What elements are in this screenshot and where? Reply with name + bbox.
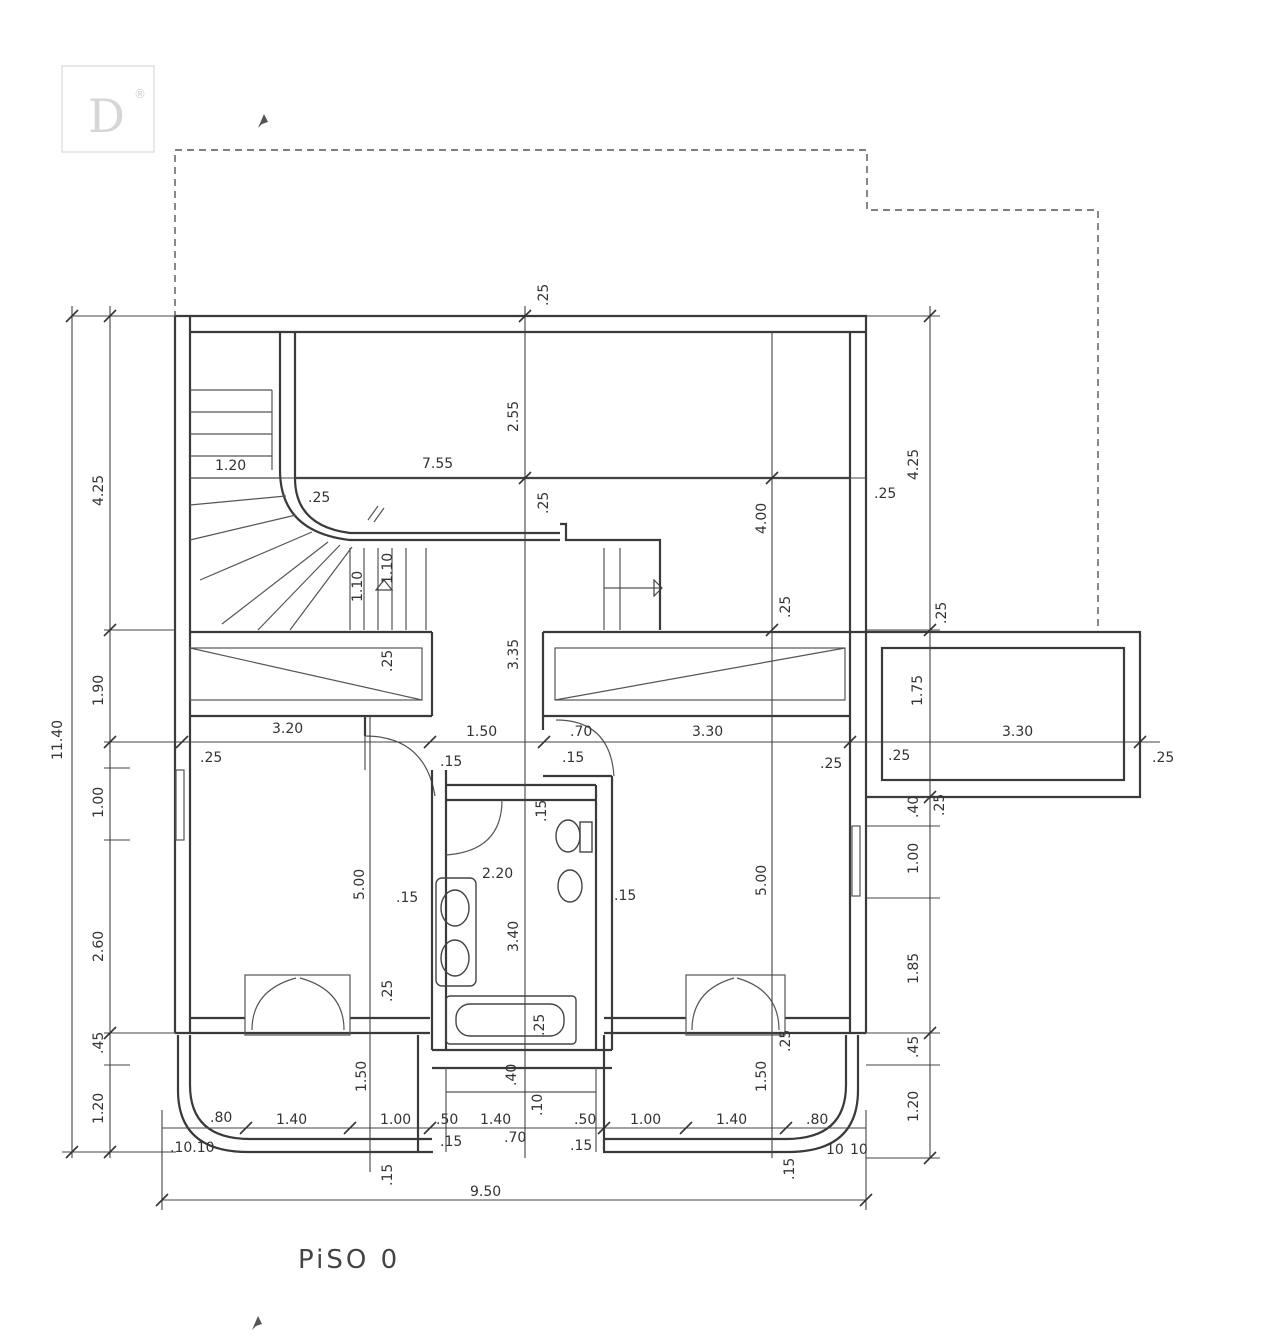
staircase — [189, 389, 663, 631]
sink-icon — [440, 889, 470, 927]
dimension-ticks — [65, 309, 1147, 1207]
dim-bottom: 1.00 — [630, 1112, 661, 1128]
terraces — [176, 1035, 860, 1154]
dim-v: .25 — [778, 596, 794, 618]
dim-left: 1.90 — [91, 675, 107, 706]
dim-right: 4.25 — [906, 449, 922, 480]
dim-bottom: 1.40 — [480, 1112, 511, 1128]
dim-bottom: 1.40 — [716, 1112, 747, 1128]
vanity — [435, 877, 477, 987]
dim-right: 1.20 — [906, 1091, 922, 1122]
dim-hall: 3.35 — [506, 639, 522, 670]
dim-right-wall: .25 — [874, 486, 896, 502]
dim-stair-run: 1.10 — [350, 571, 366, 602]
dim-left: 2.60 — [91, 931, 107, 962]
dim-overall-height: 11.40 — [50, 720, 66, 760]
dim-bottom: .80 — [806, 1112, 828, 1128]
dim-wall: .25 — [778, 1030, 794, 1052]
dim-overall-width: 9.50 — [470, 1184, 501, 1200]
dim-bottom: .50 — [436, 1112, 458, 1128]
dim-bottom: 1.40 — [276, 1112, 307, 1128]
dim-stair-width: 1.20 — [215, 458, 246, 474]
dim-b: .40 — [504, 1064, 520, 1086]
dim-mid: .25 — [536, 492, 552, 514]
interior-walls — [175, 716, 861, 1070]
dim-wall: .25 — [380, 980, 396, 1002]
dim-bottom: 1.00 — [380, 1112, 411, 1128]
dim-room-left-depth: 5.00 — [352, 869, 368, 900]
dim-left: 1.20 — [91, 1093, 107, 1124]
dim-bottom: .70 — [504, 1130, 526, 1146]
dim-v: .25 — [934, 602, 950, 624]
dim-hall-wall: .15 — [562, 750, 584, 766]
dim-bottom: .15 — [782, 1158, 798, 1180]
dim-v-4-00: 4.00 — [754, 503, 770, 534]
dim-bath: .15 — [534, 800, 550, 822]
dim-terrace-right: 1.50 — [754, 1061, 770, 1092]
upper-floor-outline — [174, 149, 1099, 630]
dim-tub: .25 — [532, 1014, 548, 1036]
dim-storage-wall: .25 — [1152, 750, 1174, 766]
logo: D ® — [61, 65, 155, 153]
dim-bottom: .80 — [210, 1110, 232, 1126]
dim-right: 1.75 — [910, 675, 926, 706]
dim-left: .45 — [91, 1032, 107, 1054]
dim-left: 4.25 — [91, 475, 107, 506]
dim-storage-wall: .25 — [888, 748, 910, 764]
storage-room — [866, 630, 1142, 799]
french-doors — [244, 974, 786, 1036]
exterior-walls — [173, 314, 868, 1035]
dim-right: .40 — [906, 796, 922, 818]
dim-hall-wall: .15 — [440, 754, 462, 770]
dim-bath-depth: 3.40 — [506, 921, 522, 952]
dim-bath-width: 2.20 — [482, 866, 513, 882]
dim-living-width: 7.55 — [422, 456, 453, 472]
dim-living-depth: 2.55 — [506, 401, 522, 432]
dim-wardrobe: .25 — [380, 650, 396, 672]
dim-room-right: 3.30 — [692, 724, 723, 740]
dim-storage: 3.30 — [1002, 724, 1033, 740]
dim-terrace-left: 1.50 — [354, 1061, 370, 1092]
dim-right: 1.85 — [906, 953, 922, 984]
bathtub-icon — [445, 995, 577, 1045]
dim-r: .25 — [820, 756, 842, 772]
dim-bottom: 10 — [826, 1142, 844, 1158]
dim-bottom: .15 — [570, 1138, 592, 1154]
dim-bottom: .15 — [440, 1134, 462, 1150]
dim-stair: .25 — [308, 490, 330, 506]
dim-hall-width: 1.50 — [466, 724, 497, 740]
dim-l: .25 — [200, 750, 222, 766]
wardrobes — [189, 630, 866, 718]
dim-room-right-depth: 5.00 — [754, 865, 770, 896]
dimension-lines — [62, 306, 1160, 1210]
dim-top: .25 — [536, 284, 552, 306]
bidet-icon — [557, 869, 583, 903]
logo-mark: ® — [134, 87, 146, 101]
dim-bottom: .10.10 — [170, 1140, 215, 1156]
dim-bottom: .15 — [380, 1164, 396, 1186]
dim-stair-run: 1.10 — [380, 553, 396, 584]
dim-room-left: 3.20 — [272, 721, 303, 737]
dim-door: .70 — [570, 724, 592, 740]
dim-right: 1.00 — [906, 843, 922, 874]
dim-b: .10 — [530, 1094, 546, 1116]
bathroom-fixtures — [435, 819, 593, 1045]
dim-bottom: .50 — [574, 1112, 596, 1128]
dim-right: .45 — [906, 1036, 922, 1058]
dim-left: 1.00 — [91, 787, 107, 818]
logo-letter: D — [88, 89, 125, 143]
sink-icon — [440, 939, 470, 977]
plan-title: PiSO 0 — [298, 1245, 400, 1275]
dim-storage-wall: .25 — [932, 794, 948, 816]
dim-bath-wall: .15 — [396, 890, 418, 906]
dimension-labels: 11.40 4.25 1.90 1.00 2.60 .45 1.20 4.25 … — [50, 284, 1174, 1200]
dim-bath-wall: .15 — [614, 888, 636, 904]
north-arrow-icon — [252, 114, 268, 1330]
toilet-icon — [555, 819, 581, 853]
dim-bottom: 10 — [850, 1142, 868, 1158]
